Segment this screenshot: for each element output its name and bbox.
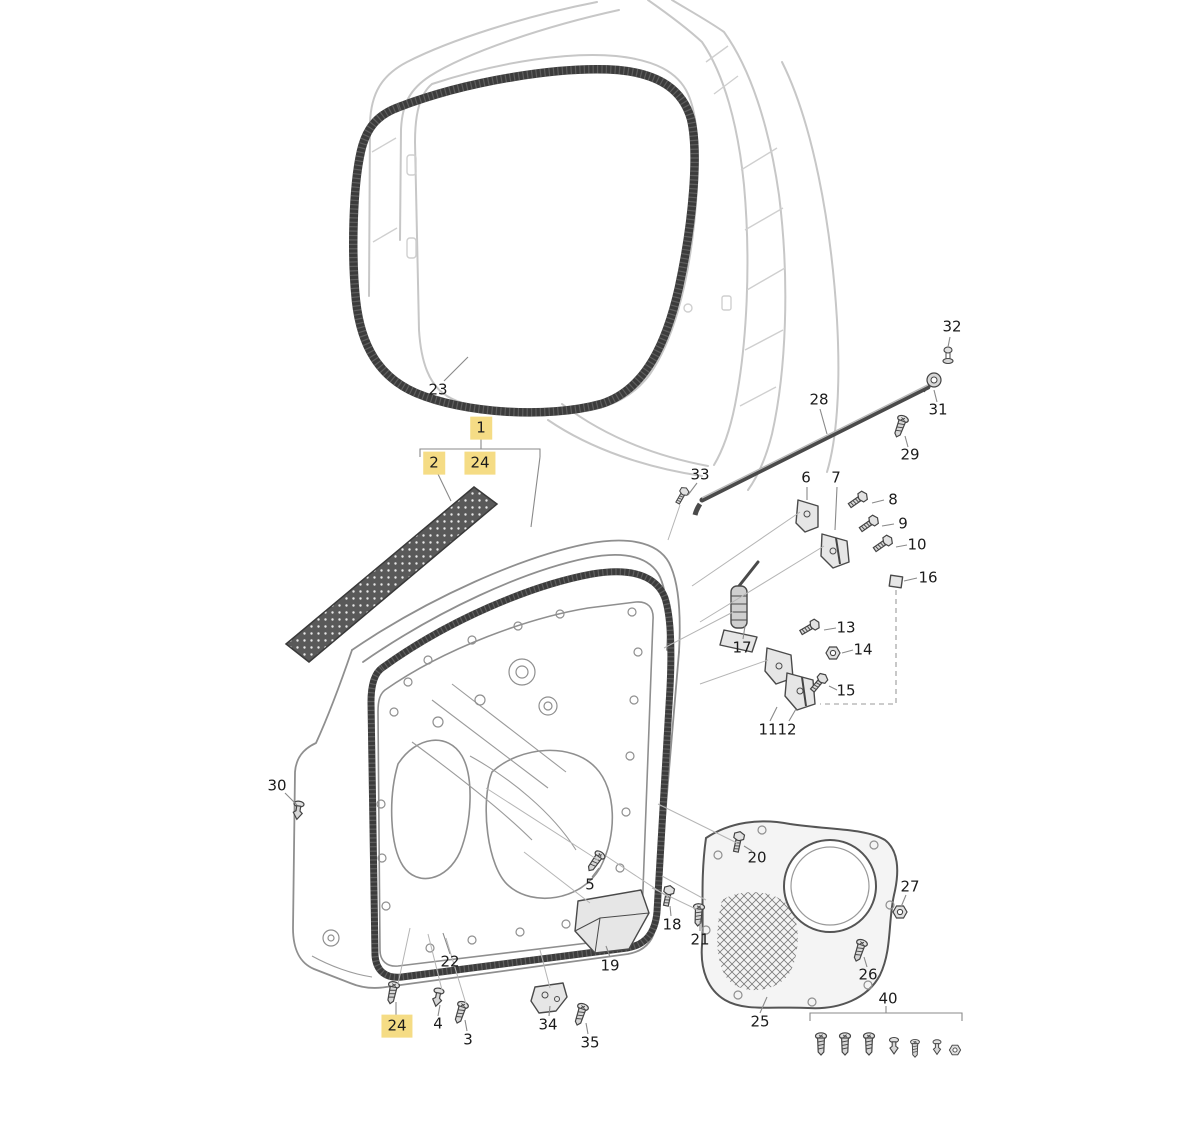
part-label-33[interactable]: 33 — [690, 465, 710, 484]
window-guide-rail-28 — [692, 384, 931, 516]
part-label-40[interactable]: 40 — [878, 989, 898, 1008]
part-label-31[interactable]: 31 — [928, 400, 948, 419]
part-label-13[interactable]: 13 — [836, 618, 856, 637]
part-label-34[interactable]: 34 — [538, 1015, 558, 1034]
door-aperture-seal-23 — [349, 65, 699, 417]
part-label-6[interactable]: 6 — [801, 468, 811, 487]
part-label-2[interactable]: 2 — [423, 451, 445, 475]
leader-lines — [284, 336, 963, 1035]
window-slot-trim-strip — [284, 486, 499, 663]
part-label-7[interactable]: 7 — [831, 468, 841, 487]
hinge-lower-11 — [764, 647, 794, 685]
hinge-lower-12 — [784, 672, 816, 711]
part-label-10[interactable]: 10 — [907, 535, 927, 554]
part-label-15[interactable]: 15 — [836, 681, 856, 700]
spacer-block-16 — [888, 574, 904, 589]
part-label-30[interactable]: 30 — [267, 776, 287, 795]
grommet-31 — [923, 372, 942, 393]
part-label-4[interactable]: 4 — [433, 1014, 443, 1033]
part-label-12[interactable]: 12 — [777, 720, 797, 739]
car-body-outline — [368, 0, 840, 491]
part-label-22[interactable]: 22 — [440, 952, 460, 971]
part-label-24[interactable]: 24 — [464, 451, 496, 475]
part-label-16[interactable]: 16 — [918, 568, 938, 587]
part-label-21[interactable]: 21 — [690, 930, 710, 949]
door-check-strap-17 — [719, 560, 760, 653]
bracket-34 — [530, 982, 568, 1014]
part-label-35[interactable]: 35 — [580, 1033, 600, 1052]
part-label-3[interactable]: 3 — [463, 1030, 473, 1049]
part-label-14[interactable]: 14 — [853, 640, 873, 659]
part-label-27[interactable]: 27 — [900, 877, 920, 896]
door-seal-22 — [367, 568, 675, 981]
part-label-28[interactable]: 28 — [809, 390, 829, 409]
part-label-20[interactable]: 20 — [747, 848, 767, 867]
part-label-32[interactable]: 32 — [942, 317, 962, 336]
part-label-5[interactable]: 5 — [585, 875, 595, 894]
hinge-upper-6 — [795, 499, 819, 533]
door-check-cover-19 — [574, 889, 650, 954]
door-inner-panel — [376, 601, 654, 967]
part-label-26[interactable]: 26 — [858, 965, 878, 984]
part-label-8[interactable]: 8 — [888, 490, 898, 509]
part-label-18[interactable]: 18 — [662, 915, 682, 934]
hinge-upper-7 — [820, 533, 850, 569]
part-label-29[interactable]: 29 — [900, 445, 920, 464]
part-label-17[interactable]: 17 — [732, 638, 752, 657]
speaker-panel-25 — [700, 820, 899, 1010]
part-label-19[interactable]: 19 — [600, 956, 620, 975]
part-label-11[interactable]: 11 — [758, 720, 778, 739]
part-label-9[interactable]: 9 — [898, 514, 908, 533]
part-label-24[interactable]: 24 — [381, 1014, 413, 1038]
part-label-23[interactable]: 23 — [428, 380, 448, 399]
part-label-25[interactable]: 25 — [750, 1012, 770, 1031]
part-label-1[interactable]: 1 — [470, 416, 492, 440]
